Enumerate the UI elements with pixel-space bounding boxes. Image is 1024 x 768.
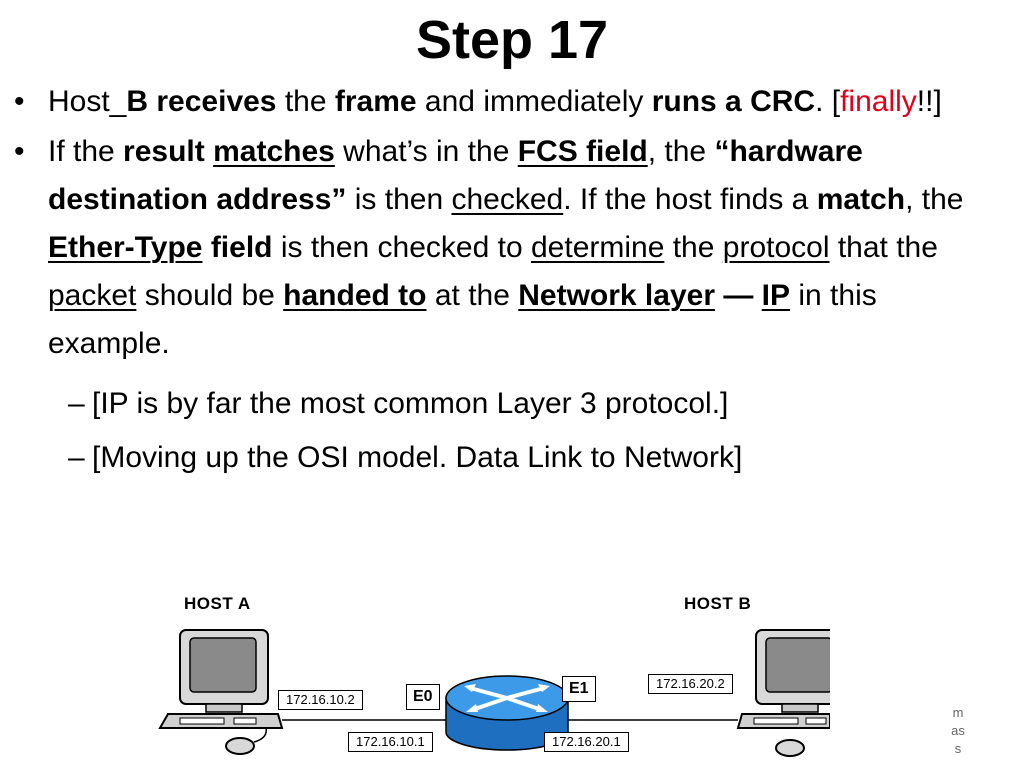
b1-text: the [276,85,335,118]
b2-fcs-field: FCS field [517,135,648,168]
host-b-computer-icon [736,629,830,757]
b2-text: If the [48,135,124,168]
host-a-ip: 172.16.10.2 [278,690,363,710]
b2-text [202,231,210,264]
bullet-dot: • [14,135,25,168]
host-b-label: HOST B [684,594,752,613]
sub-bullet-2-text: [Moving up the OSI model. Data Link to N… [92,441,743,474]
b1-frame: frame [334,85,417,118]
b2-ether-type: Ether-Type [48,231,203,264]
interface-e1-label: E1 [562,676,596,702]
bullet-dot: • [14,85,25,118]
host-a-label: HOST A [184,594,251,613]
b2-text: should be [136,279,284,312]
interface-e0-label: E0 [406,684,440,710]
b2-text: what’s in the [334,135,518,168]
b2-text: the [664,231,723,264]
b1-finally: finally [840,85,917,118]
sub-bullet-2: – [Moving up the OSI model. Data Link to… [14,434,1004,482]
sub-dash: – [68,441,85,474]
router-e0-ip: 172.16.10.1 [348,732,433,752]
bullet-1: • Host_B receives the frame and immediat… [14,78,1004,126]
host-a-computer-icon [158,629,284,755]
network-diagram: HOST A HOST B 172.16.10.2 172.16.20.2 17… [150,592,830,768]
slide-title: Step 17 [415,10,609,70]
watermark-line: m [952,705,964,720]
b2-text: . If the host finds a [563,183,817,216]
bullet-2: • If the result matches what’s in the FC… [14,128,1004,482]
b2-text: at the [426,279,519,312]
b2-text: is then [346,183,452,216]
sub-bullet-1-text: [IP is by far the most common Layer 3 pr… [92,387,729,420]
sub-dash: – [68,387,85,420]
sub-bullet-1: – [IP is by far the most common Layer 3 … [14,380,1004,428]
b2-text: in this example. [48,279,877,360]
b2-text [205,135,213,168]
watermark: m as s [940,704,976,758]
b2-matches: matches [213,135,335,168]
b2-determine: determine [530,231,665,264]
b2-text: is then checked to [272,231,531,264]
b2-dash: — [715,279,762,312]
b2-handed-to: handed to [283,279,427,312]
b2-match: match [816,183,906,216]
b1-text: . [ [815,85,841,118]
watermark-line: as [951,723,965,738]
b2-protocol: protocol [722,231,830,264]
network-diagram-graphic [158,629,830,757]
host-b-ip: 172.16.20.2 [648,674,733,694]
b2-checked: checked [451,183,564,216]
router-icon [445,675,569,751]
b2-text: , the [647,135,715,168]
b2-field: field [210,231,273,264]
b2-hw-dest: “hardware destination address” [48,135,863,216]
b2-text: , the [905,183,964,216]
b2-ip: IP [761,279,791,312]
b1-runs-crc: runs a CRC [651,85,816,118]
b1-receives: B receives [126,85,277,118]
router-e1-ip: 172.16.20.1 [544,732,629,752]
b2-packet: packet [48,279,137,312]
b2-network-layer: Network layer [518,279,715,312]
watermark-line: s [954,741,962,756]
b2-text: that the [829,231,938,264]
b2-result: result [123,135,205,168]
b1-text: and immediately [416,85,652,118]
b1-host: Host_ [48,85,127,118]
b1-text: !!] [916,85,942,118]
bullet-list: • Host_B receives the frame and immediat… [14,78,1004,484]
